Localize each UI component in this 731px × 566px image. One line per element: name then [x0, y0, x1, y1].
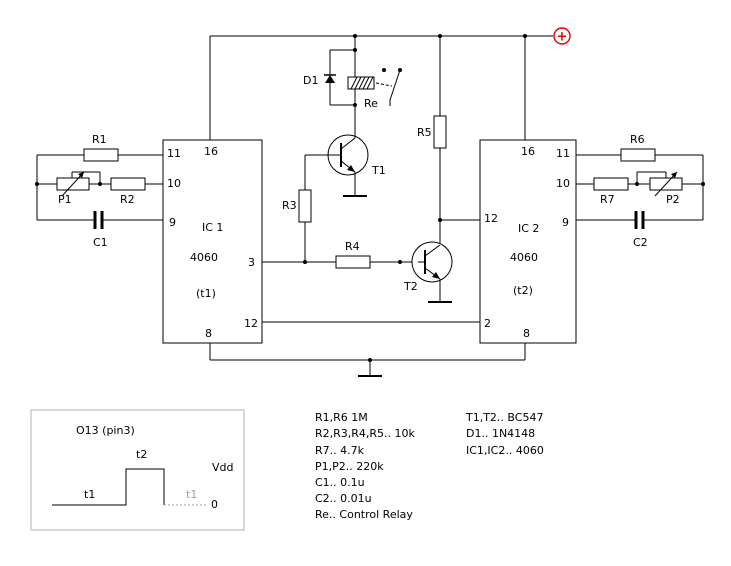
r2-label: R2: [120, 193, 135, 206]
ic1-part: 4060: [190, 251, 218, 264]
parts-left-2: R7.. 4.7k: [315, 444, 365, 457]
ic1-oscillator-network: R1 P1 R2 C1: [35, 133, 163, 249]
p1-label: P1: [58, 193, 72, 206]
timing-t1: t1: [84, 488, 95, 501]
r7-label: R7: [600, 193, 615, 206]
relay-contact: [375, 68, 402, 106]
ic2-pin16: 16: [521, 145, 535, 158]
ic2-timing: (t2): [513, 284, 533, 297]
r5-label: R5: [417, 126, 432, 139]
ic2-pin12: 12: [484, 212, 498, 225]
ic2-pin8: 8: [523, 327, 530, 340]
ic2-pin10: 10: [556, 177, 570, 190]
timing-t1-next: t1: [186, 488, 197, 501]
ic2-pin11: 11: [556, 147, 570, 160]
c1-label: C1: [93, 236, 108, 249]
transistor-t1: T1: [305, 134, 386, 197]
timing-t2: t2: [136, 448, 147, 461]
resistor-r4: R4: [262, 240, 418, 269]
supply-rail: [209, 34, 553, 140]
ic2-pin9: 9: [562, 216, 569, 229]
resistor-r5: R5: [417, 115, 480, 245]
ic2-oscillator-network: R6 R7 P2 C2: [576, 133, 705, 249]
timing-title: O13 (pin3): [76, 424, 135, 437]
parts-left-1: R2,R3,R4,R5.. 10k: [315, 427, 416, 440]
ic1-chip: IC 1 4060 (t1) 16 11 10 9 3 12 8: [162, 139, 263, 344]
parts-right-2: IC1,IC2.. 4060: [466, 444, 544, 457]
r4-label: R4: [345, 240, 360, 253]
re-label: Re: [364, 97, 378, 110]
t1-label: T1: [371, 164, 386, 177]
timing-zero: 0: [211, 498, 218, 511]
resistor-r3: R3: [282, 155, 312, 262]
parts-right-1: D1.. 1N4148: [466, 427, 535, 440]
ic2-chip: IC 2 4060 (t2) 16 11 10 9 12 2 8: [479, 139, 577, 344]
ic1-pin3: 3: [248, 256, 255, 269]
r6-label: R6: [630, 133, 645, 146]
p2-label: P2: [666, 193, 680, 206]
ic2-part: 4060: [510, 251, 538, 264]
ic1-pin12: 12: [244, 317, 258, 330]
t2-label: T2: [403, 280, 418, 293]
ic1-pin8: 8: [205, 327, 212, 340]
timing-diagram: O13 (pin3) t1 t2 t1 Vdd 0: [30, 409, 245, 531]
ic1-pin10: 10: [167, 177, 181, 190]
c2-label: C2: [633, 236, 648, 249]
parts-left-4: C1.. 0.1u: [315, 476, 365, 489]
parts-left-3: P1,P2.. 220k: [315, 460, 384, 473]
ic2-name: IC 2: [518, 222, 539, 235]
transistor-t2: T2: [403, 241, 453, 303]
relay-coil: Re: [347, 48, 378, 136]
parts-left-5: C2.. 0.01u: [315, 492, 372, 505]
diode-d1: D1: [303, 49, 355, 106]
parts-left-0: R1,R6 1M: [315, 411, 368, 424]
ic1-name: IC 1: [202, 221, 223, 234]
d1-label: D1: [303, 74, 318, 87]
r3-label: R3: [282, 199, 297, 212]
parts-right-0: T1,T2.. BC547: [465, 411, 543, 424]
ic1-timing: (t1): [196, 287, 216, 300]
ground-rail: [209, 343, 526, 377]
r1-label: R1: [92, 133, 107, 146]
plus-label: +: [557, 30, 568, 45]
ic1-pin16: 16: [204, 145, 218, 158]
positive-supply-icon: +: [553, 27, 571, 45]
ic1-pin9: 9: [169, 216, 176, 229]
ic1-pin11: 11: [167, 147, 181, 160]
parts-left-6: Re.. Control Relay: [315, 508, 413, 521]
ic2-pin2: 2: [484, 317, 491, 330]
parts-list-right: T1,T2.. BC547 D1.. 1N4148 IC1,IC2.. 4060: [465, 411, 544, 457]
parts-list-left: R1,R6 1M R2,R3,R4,R5.. 10k R7.. 4.7k P1,…: [315, 411, 416, 521]
timing-vdd: Vdd: [212, 461, 234, 474]
